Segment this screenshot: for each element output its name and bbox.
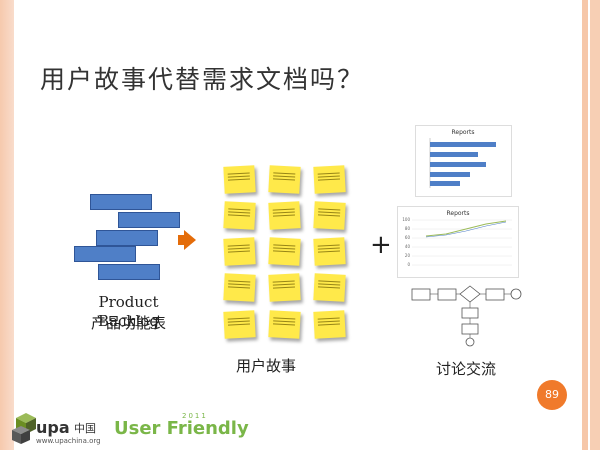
sticky-note	[223, 165, 256, 194]
flow-end	[510, 288, 522, 300]
arrow-tail	[178, 235, 186, 245]
line-chart-tick: 0	[407, 262, 410, 267]
backlog-sublabel: 产品功能表	[90, 314, 166, 332]
left-edge-decoration	[0, 0, 14, 450]
upa-logo-icon	[12, 413, 36, 444]
sticky-note	[313, 237, 346, 266]
sticky-note	[223, 237, 256, 266]
backlog-block	[90, 194, 152, 210]
right-edge-decoration	[590, 0, 600, 450]
backlog-block	[118, 212, 180, 228]
flow-box	[411, 288, 431, 301]
stories-label: 用户故事	[236, 357, 297, 375]
line-chart-tick: 40	[405, 244, 411, 249]
flow-box	[461, 307, 479, 319]
flow-box	[461, 323, 479, 335]
sticky-note	[268, 273, 301, 302]
sticky-note	[313, 201, 346, 230]
bar-chart-bar	[430, 181, 460, 186]
sticky-note	[223, 273, 256, 302]
line-chart-series-secondary	[425, 221, 507, 238]
sticky-note	[313, 165, 346, 194]
line-chart-tick: 20	[405, 253, 411, 258]
flow-decision	[459, 285, 481, 303]
user-friendly-logo: User Friendly	[114, 418, 249, 439]
plus-icon: +	[370, 230, 392, 260]
sticky-note	[268, 310, 301, 339]
sticky-note	[268, 201, 301, 230]
backlog-blocks	[72, 188, 184, 288]
line-chart-tick: 100	[402, 217, 410, 222]
bar-chart-title: Reports	[451, 129, 474, 136]
sticky-note	[313, 310, 346, 339]
upa-wordmark: upa	[36, 418, 70, 437]
line-chart-svg: Reports 100 80 60 40 20 0	[402, 210, 512, 267]
sticky-note	[223, 201, 256, 230]
backlog-label: Product Backlog	[98, 293, 159, 330]
flow-diagram-thumbnail	[411, 285, 522, 347]
line-chart-series	[425, 220, 507, 237]
right-edge-stripe	[582, 0, 588, 450]
discuss-label: 讨论交流	[436, 360, 497, 378]
backlog-block	[98, 264, 160, 280]
sticky-note	[223, 310, 256, 339]
flow-box	[485, 288, 505, 301]
arrow-right-icon	[184, 230, 196, 250]
sticky-note	[313, 273, 346, 302]
backlog-block	[96, 230, 158, 246]
upa-cn-label: 中国	[74, 422, 96, 435]
backlog-block	[74, 246, 136, 262]
sticky-note	[268, 237, 301, 266]
bar-chart-svg: Reports	[429, 129, 496, 188]
flow-end	[465, 337, 475, 347]
line-chart-thumbnail: Reports 100 80 60 40 20 0	[397, 206, 519, 278]
bar-chart-bar	[430, 172, 470, 177]
slide-title: 用户故事代替需求文档吗？	[40, 65, 365, 94]
user-friendly-year: 2011	[182, 412, 208, 420]
bar-chart-bar	[430, 152, 478, 157]
bar-chart-thumbnail: Reports	[415, 125, 512, 197]
line-chart-tick: 60	[405, 235, 411, 240]
bar-chart-bar	[430, 142, 496, 147]
flow-box	[437, 288, 457, 301]
bar-chart-bar	[430, 162, 486, 167]
line-chart-tick: 80	[405, 226, 411, 231]
sticky-note	[268, 165, 301, 194]
line-chart-title: Reports	[446, 210, 469, 217]
upa-url: www.upachina.org	[36, 437, 101, 445]
page-number-badge: 89	[537, 380, 567, 410]
